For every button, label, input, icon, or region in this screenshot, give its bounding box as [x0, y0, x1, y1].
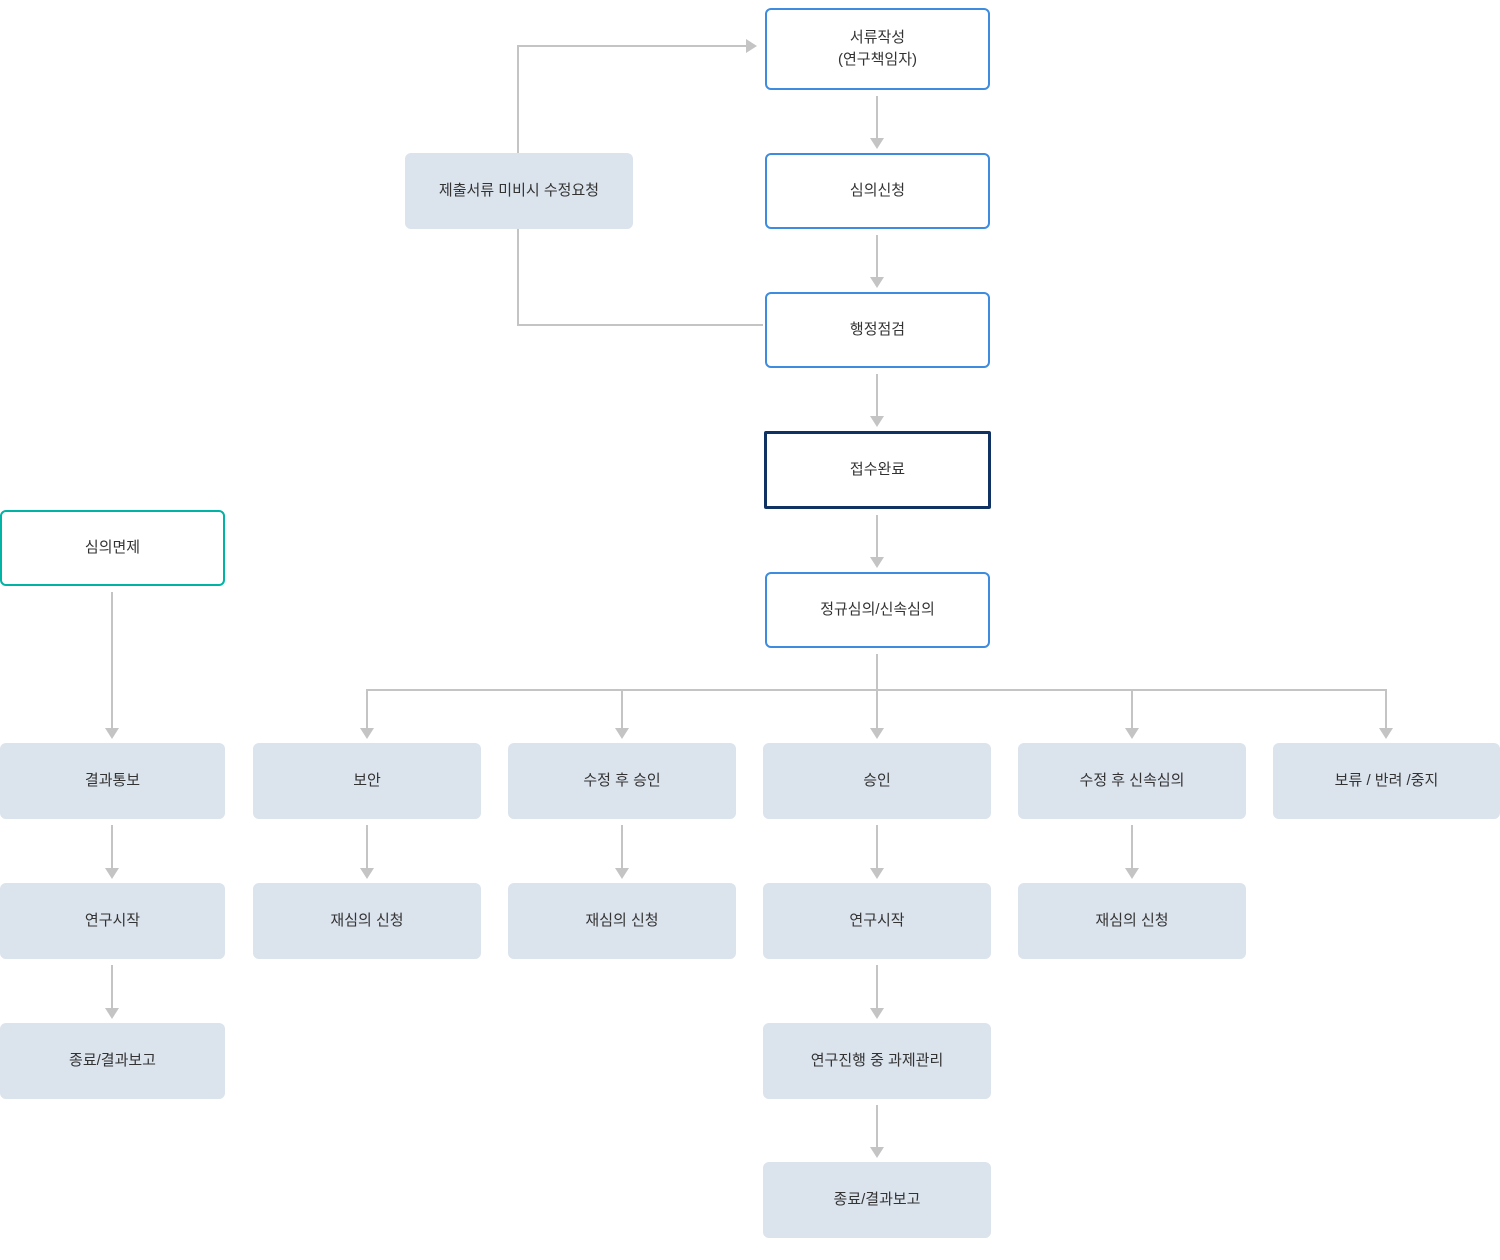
node-result_notice[interactable]: 결과통보: [0, 743, 225, 819]
node-in_progress_mgmt[interactable]: 연구진행 중 과제관리: [763, 1023, 991, 1099]
node-final_report_2[interactable]: 종료/결과보고: [763, 1162, 991, 1238]
node-final_report_1[interactable]: 종료/결과보고: [0, 1023, 225, 1099]
connector-line-a-receipt-to-review: [876, 515, 878, 559]
arrowhead-a-receipt-to-review: [870, 557, 884, 568]
node-security[interactable]: 보안: [253, 743, 481, 819]
arrowhead-a-notice-to-study: [105, 868, 119, 879]
arrowhead-a-study2-to-mgmt: [870, 1008, 884, 1019]
feedback-lower-horizontal: [517, 324, 763, 326]
connector-line-a-docprep-to-apply: [876, 96, 878, 140]
node-revision_request[interactable]: 제출서류 미비시 수정요청: [405, 153, 633, 229]
node-exempt[interactable]: 심의면제: [0, 510, 225, 586]
node-approve[interactable]: 승인: [763, 743, 991, 819]
feedback-upper-horizontal: [517, 45, 748, 47]
branch-stem: [876, 654, 878, 690]
arrowhead-feedback-upper: [746, 39, 757, 53]
arrowhead-a-security-to-reapply: [360, 868, 374, 879]
arrowhead-a-mgmt-to-report: [870, 1147, 884, 1158]
node-hold_reject[interactable]: 보류 / 반려 /중지: [1273, 743, 1500, 819]
branch-horizontal-bar: [366, 689, 1387, 691]
node-expedite_after[interactable]: 수정 후 신속심의: [1018, 743, 1246, 819]
connector-line-a-mgmt-to-report: [876, 1105, 878, 1149]
connector-line-b-branch-4: [1131, 690, 1133, 730]
connector-line-b-branch-2: [621, 690, 623, 730]
arrowhead-b-branch-1: [360, 728, 374, 739]
connector-line-a-exempt-to-notice: [111, 592, 113, 730]
connector-line-a-apply-to-admin: [876, 235, 878, 279]
arrowhead-b-branch-2: [615, 728, 629, 739]
node-admin_check[interactable]: 행정점검: [765, 292, 990, 368]
feedback-lower-vertical: [517, 229, 519, 325]
connector-line-a-expafter-to-reapply: [1131, 825, 1133, 870]
feedback-upper-vertical: [517, 46, 519, 153]
arrowhead-a-study-to-report: [105, 1008, 119, 1019]
connector-line-a-notice-to-study: [111, 825, 113, 870]
connector-line-a-study-to-report: [111, 965, 113, 1010]
connector-line-b-branch-5: [1385, 690, 1387, 730]
node-start_study_1[interactable]: 연구시작: [0, 883, 225, 959]
connector-line-a-approve-to-study: [876, 825, 878, 870]
node-doc_prep[interactable]: 서류작성 (연구책임자): [765, 8, 990, 90]
arrowhead-a-approve-to-study: [870, 868, 884, 879]
node-reapply_1[interactable]: 재심의 신청: [253, 883, 481, 959]
arrowhead-b-branch-5: [1379, 728, 1393, 739]
connector-line-b-branch-3: [876, 690, 878, 730]
connector-line-a-security-to-reapply: [366, 825, 368, 870]
arrowhead-a-exempt-to-notice: [105, 728, 119, 739]
arrowhead-a-admin-to-receipt: [870, 416, 884, 427]
connector-line-b-branch-1: [366, 690, 368, 730]
arrowhead-a-docprep-to-apply: [870, 138, 884, 149]
arrowhead-b-branch-3: [870, 728, 884, 739]
arrowhead-b-branch-4: [1125, 728, 1139, 739]
node-start_study_2[interactable]: 연구시작: [763, 883, 991, 959]
node-review_type[interactable]: 정규심의/신속심의: [765, 572, 990, 648]
node-reapply_3[interactable]: 재심의 신청: [1018, 883, 1246, 959]
node-receipt_done[interactable]: 접수완료: [764, 431, 991, 509]
connector-line-a-study2-to-mgmt: [876, 965, 878, 1010]
node-approve_after[interactable]: 수정 후 승인: [508, 743, 736, 819]
connector-line-a-apprafter-to-reapply: [621, 825, 623, 870]
arrowhead-a-apply-to-admin: [870, 277, 884, 288]
connector-line-a-admin-to-receipt: [876, 374, 878, 418]
node-reapply_2[interactable]: 재심의 신청: [508, 883, 736, 959]
arrowhead-a-expafter-to-reapply: [1125, 868, 1139, 879]
node-review_apply[interactable]: 심의신청: [765, 153, 990, 229]
arrowhead-a-apprafter-to-reapply: [615, 868, 629, 879]
